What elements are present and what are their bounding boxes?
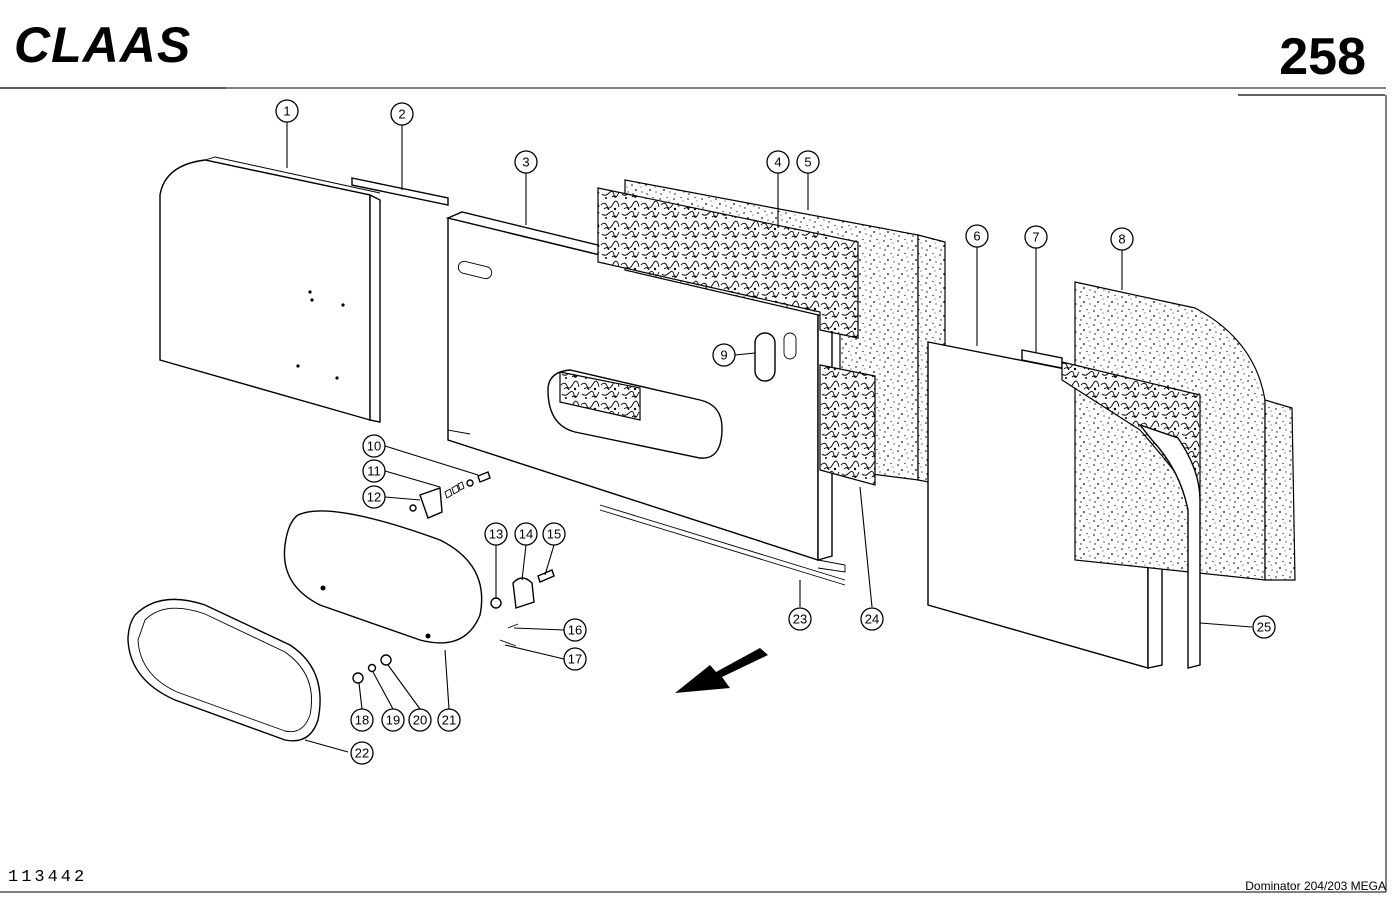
svg-text:14: 14 [519,527,533,542]
svg-text:7: 7 [1032,230,1039,245]
callout-1: 1 [275,99,299,123]
part-2-strip [351,177,449,206]
svg-text:24: 24 [865,612,879,627]
svg-text:8: 8 [1118,232,1125,247]
svg-text:22: 22 [355,746,369,761]
callout-12: 12 [362,485,386,509]
part-4-insulation-mat [597,187,859,339]
svg-text:1: 1 [283,104,290,119]
callout-6: 6 [965,224,989,248]
callout-17: 17 [563,647,587,671]
svg-text:25: 25 [1257,620,1271,635]
claas-logo: CLAAS [14,17,191,73]
callout-5: 5 [796,150,820,174]
hardware-13-to-17 [490,569,555,647]
svg-text:5: 5 [804,155,811,170]
svg-text:CLAAS: CLAAS [14,17,191,73]
direction-arrow [675,648,768,693]
svg-text:12: 12 [367,490,381,505]
part-22-gasket-ring [127,598,321,742]
callout-3: 3 [514,150,538,174]
drawing-number: 113442 [8,868,87,887]
hardware-10-11-12 [409,471,491,519]
svg-text:21: 21 [442,713,456,728]
callout-18: 18 [350,708,374,732]
part-25-channel-strip [1137,423,1201,669]
svg-text:11: 11 [367,464,381,479]
svg-text:13: 13 [489,527,503,542]
page-number: 258 [1279,28,1366,86]
part-8-foam-block [1061,281,1296,581]
callout-14: 14 [514,522,538,546]
callout-22: 22 [350,741,374,765]
svg-text:15: 15 [547,527,561,542]
hardware-18-19-20 [352,654,392,684]
callout-23: 23 [788,607,812,631]
callout-10: 10 [362,434,386,458]
leader-lines [286,122,1253,753]
svg-text:16: 16 [568,623,582,638]
part-9-plate [754,332,776,382]
svg-text:6: 6 [973,229,980,244]
svg-text:20: 20 [413,713,427,728]
svg-text:4: 4 [774,155,781,170]
callout-16: 16 [563,618,587,642]
callout-2: 2 [390,102,414,126]
svg-text:10: 10 [367,439,381,454]
part-21-oval-cover [283,510,483,644]
callout-4: 4 [766,150,790,174]
svg-text:18: 18 [355,713,369,728]
svg-text:17: 17 [568,652,582,667]
svg-text:19: 19 [386,713,400,728]
callout-7: 7 [1024,225,1048,249]
svg-text:3: 3 [522,155,529,170]
part-24-small-mat [819,364,876,486]
callout-15: 15 [542,522,566,546]
svg-text:23: 23 [793,612,807,627]
part-1-side-panel [159,156,381,423]
svg-text:9: 9 [720,348,727,363]
callout-25: 25 [1252,615,1276,639]
model-label: Dominator 204/203 MEGA [1245,879,1386,893]
callout-9: 9 [712,343,736,367]
callout-21: 21 [437,708,461,732]
callout-13: 13 [484,522,508,546]
svg-text:2: 2 [398,107,405,122]
callout-19: 19 [381,708,405,732]
callout-20: 20 [408,708,432,732]
callout-11: 11 [362,459,386,483]
callout-24: 24 [860,607,884,631]
callout-8: 8 [1110,227,1134,251]
